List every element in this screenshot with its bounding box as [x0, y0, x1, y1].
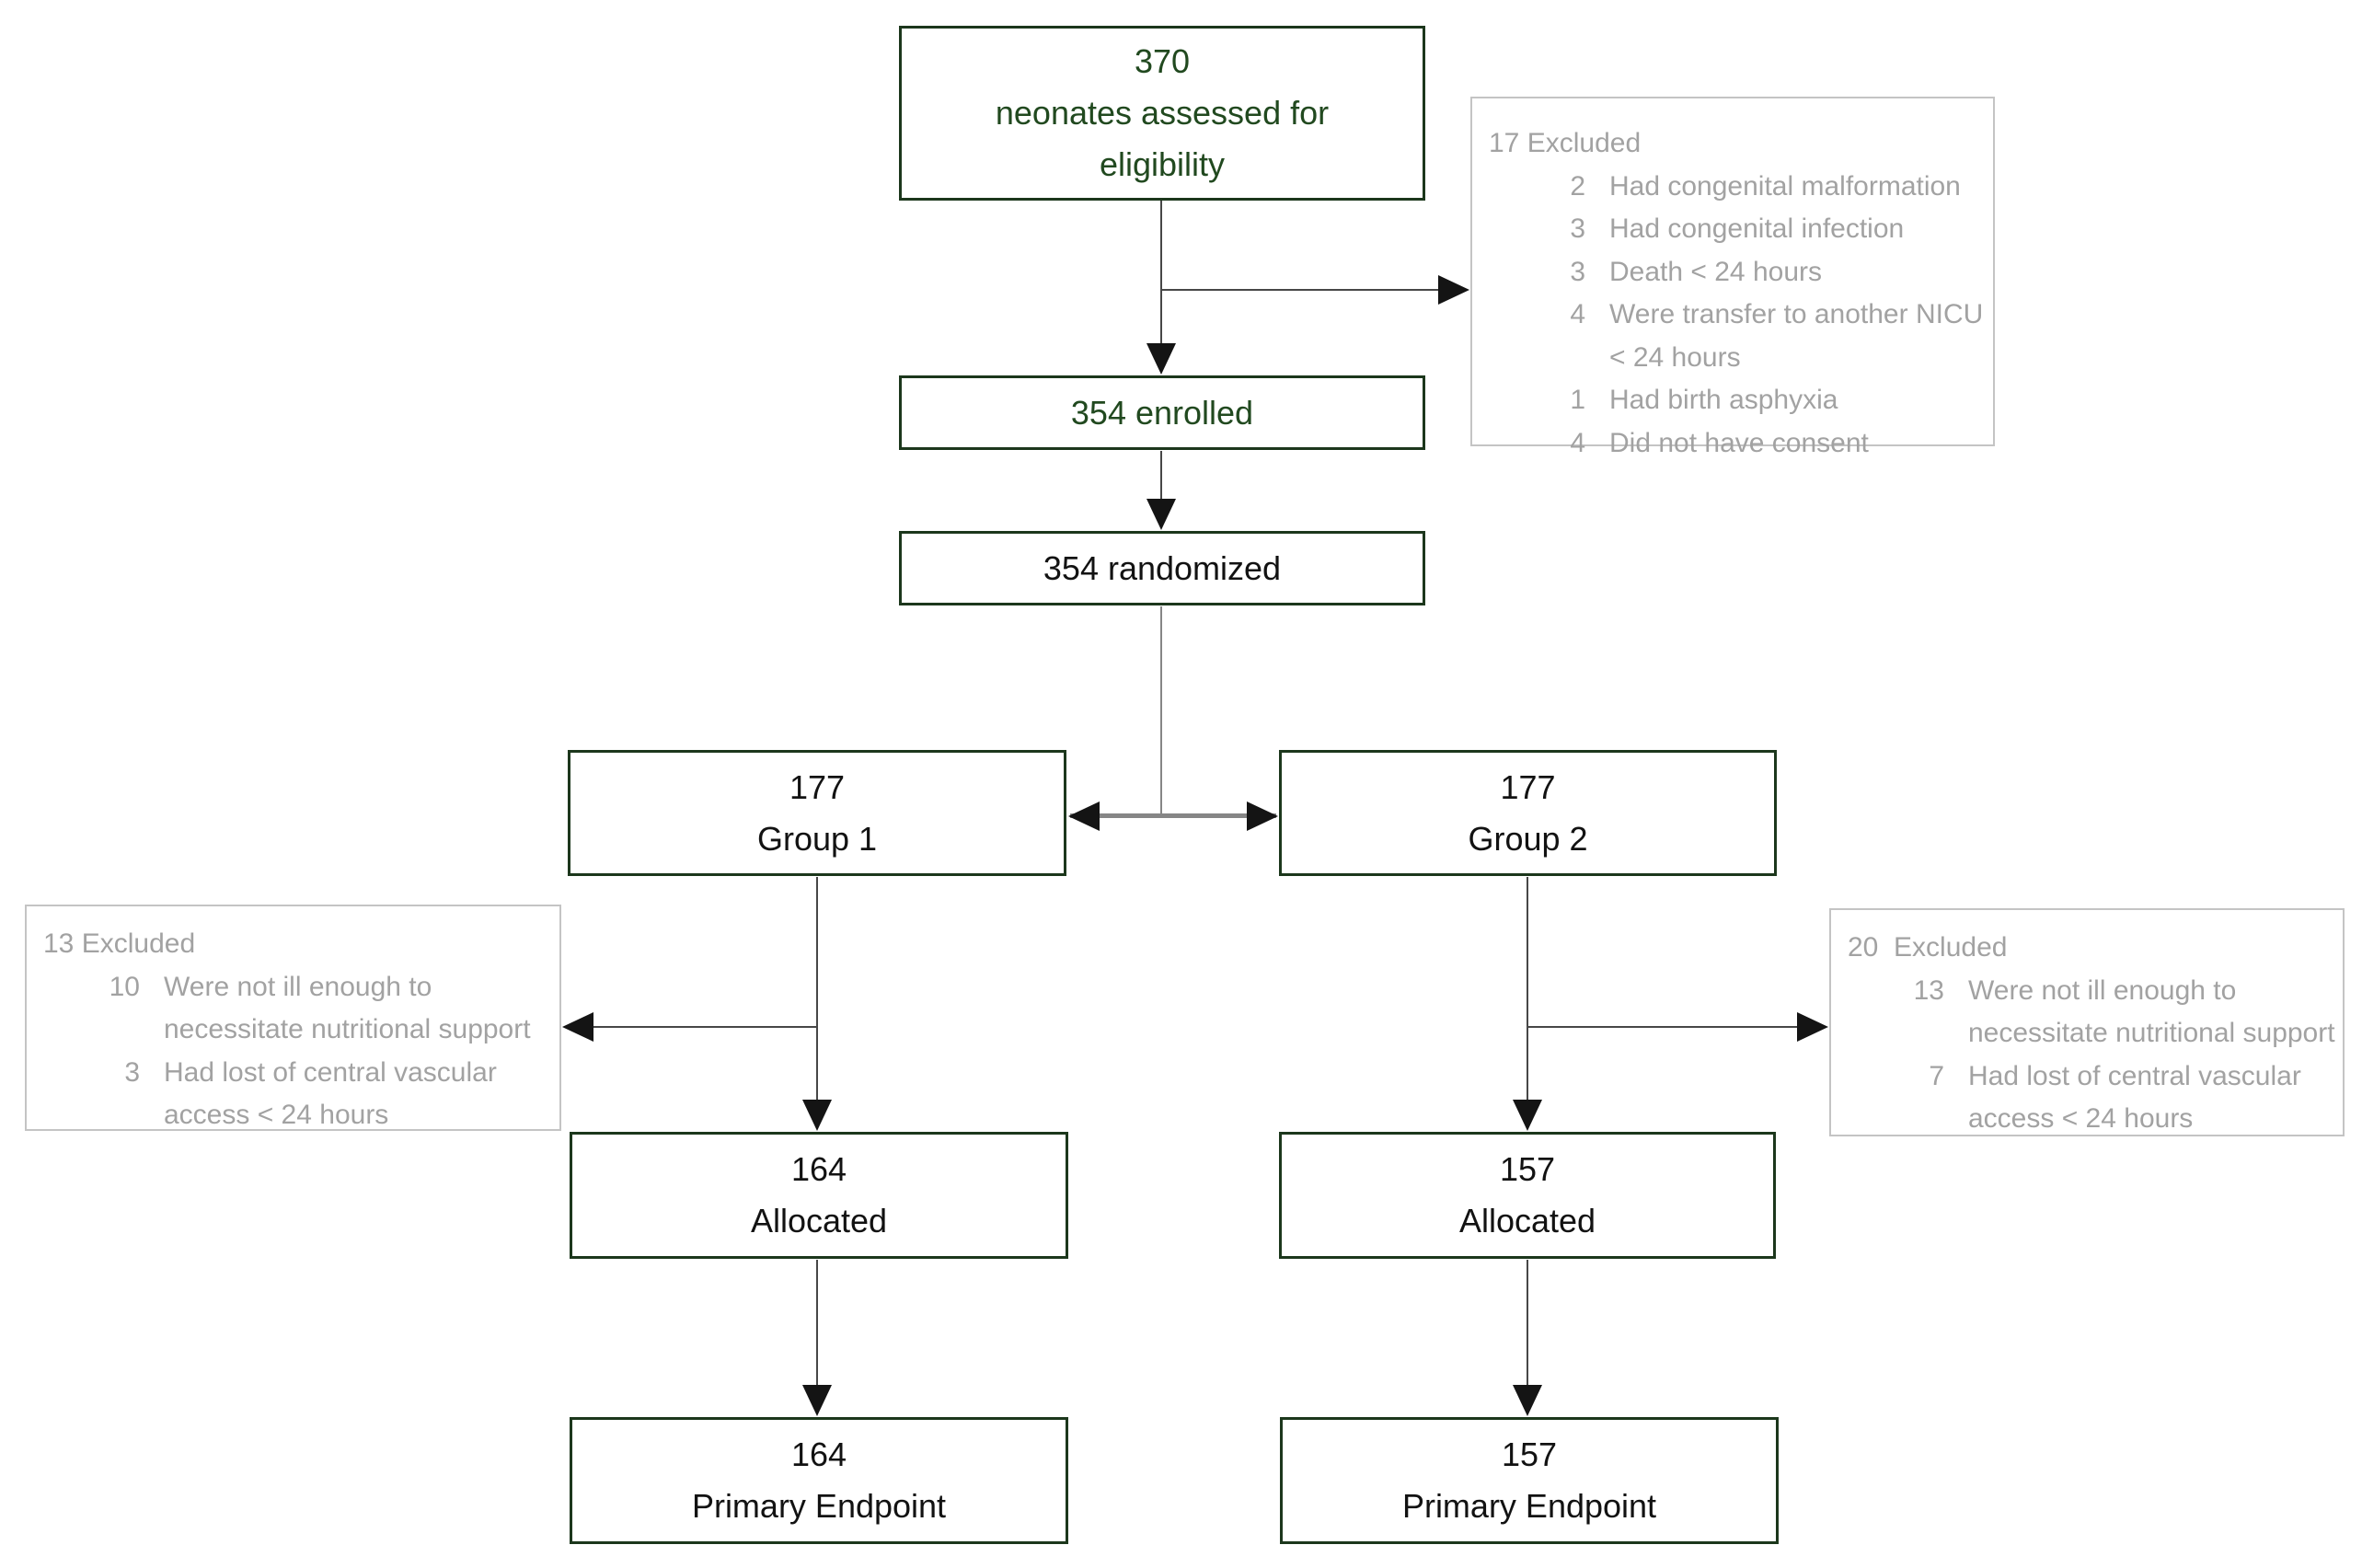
exclusion-item: 3 Had lost of central vascular access < …: [124, 1056, 497, 1131]
assessed-box: 370 neonates assessed for eligibility: [899, 26, 1425, 201]
excluded-top-title: 17 Excluded: [1489, 128, 1642, 158]
connector-to-excluded-left: [589, 1026, 817, 1028]
connector-allocated2-endpoint2: [1527, 1260, 1528, 1387]
group2-label: Group 2: [1468, 819, 1588, 858]
arrowhead-right-icon: [1797, 1012, 1828, 1042]
arrowhead-left-icon: [1068, 801, 1100, 831]
allocated1-box: 164 Allocated: [570, 1132, 1068, 1259]
group1-label: Group 1: [756, 819, 878, 858]
connector-group2-allocated2: [1527, 877, 1528, 1101]
allocated2-label: Allocated: [1458, 1202, 1596, 1239]
arrowhead-down-icon: [1513, 1385, 1542, 1416]
endpoint2-count: 157: [1501, 1435, 1558, 1474]
connector-randomized-split: [1160, 606, 1162, 815]
randomized-box: 354 randomized: [899, 531, 1425, 605]
arrowhead-left-icon: [562, 1012, 593, 1042]
arrowhead-down-icon: [1146, 343, 1176, 375]
exclusion-item: 4 Were transfer to another NICU < 24 hou…: [1570, 299, 1984, 373]
arrowhead-right-icon: [1438, 275, 1469, 305]
exclusion-item: 10 Were not ill enough to necessitate nu…: [109, 971, 531, 1045]
exclusion-item: 2 Had congenital malformation: [1570, 170, 1961, 202]
endpoint1-count: 164: [790, 1435, 847, 1474]
assessed-count: 370: [1134, 42, 1191, 81]
connector-to-excluded-right: [1527, 1026, 1799, 1028]
enrolled-box: 354 enrolled: [899, 375, 1425, 450]
arrowhead-down-icon: [1146, 499, 1176, 530]
allocated2-box: 157 Allocated: [1279, 1132, 1776, 1259]
allocated1-label: Allocated: [750, 1202, 888, 1239]
excluded-left-box: 13 Excluded 10 Were not ill enough to ne…: [25, 905, 561, 1131]
arrowhead-right-icon: [1247, 801, 1278, 831]
endpoint1-label: Primary Endpoint: [691, 1487, 947, 1525]
connector-to-excluded-top: [1161, 289, 1439, 291]
endpoint1-box: 164 Primary Endpoint: [570, 1417, 1068, 1544]
allocated1-count: 164: [790, 1150, 847, 1189]
endpoint2-box: 157 Primary Endpoint: [1280, 1417, 1779, 1544]
excluded-top-box: 17 Excluded 2 Had congenital malformatio…: [1470, 97, 1995, 458]
connector-split-horizontal: [1070, 813, 1276, 818]
exclusion-item: 4 Did not have consent: [1570, 427, 1869, 458]
connector-assessed-enrolled: [1160, 201, 1162, 372]
excluded-left-title: 13 Excluded: [43, 928, 196, 959]
arrowhead-down-icon: [1513, 1100, 1542, 1131]
excluded-right-title: 20 Excluded: [1848, 932, 2008, 963]
group1-count: 177: [789, 767, 846, 806]
exclusion-item: 7 Had lost of central vascular access < …: [1929, 1060, 2301, 1135]
allocated2-count: 157: [1499, 1150, 1556, 1189]
exclusion-item: 13 Were not ill enough to necessitate nu…: [1913, 974, 2335, 1049]
connector-enrolled-randomized: [1160, 451, 1162, 528]
assessed-label: neonates assessed for eligibility: [995, 94, 1330, 183]
group1-box: 177 Group 1: [568, 750, 1066, 876]
group2-count: 177: [1500, 767, 1556, 806]
connector-allocated1-endpoint1: [816, 1260, 818, 1387]
enrolled-label: 354 enrolled: [1070, 393, 1254, 432]
arrowhead-down-icon: [802, 1100, 832, 1131]
group2-box: 177 Group 2: [1279, 750, 1777, 876]
exclusion-item: 3 Had congenital infection: [1570, 213, 1905, 244]
connector-group1-allocated1: [816, 877, 818, 1101]
exclusion-item: 3 Death < 24 hours: [1570, 256, 1822, 287]
exclusion-item: 1 Had birth asphyxia: [1570, 385, 1838, 415]
randomized-label: 354 randomized: [1043, 548, 1282, 587]
endpoint2-label: Primary Endpoint: [1401, 1487, 1657, 1525]
arrowhead-down-icon: [802, 1385, 832, 1416]
excluded-right-box: 20 Excluded 13 Were not ill enough to ne…: [1829, 908, 2345, 1136]
